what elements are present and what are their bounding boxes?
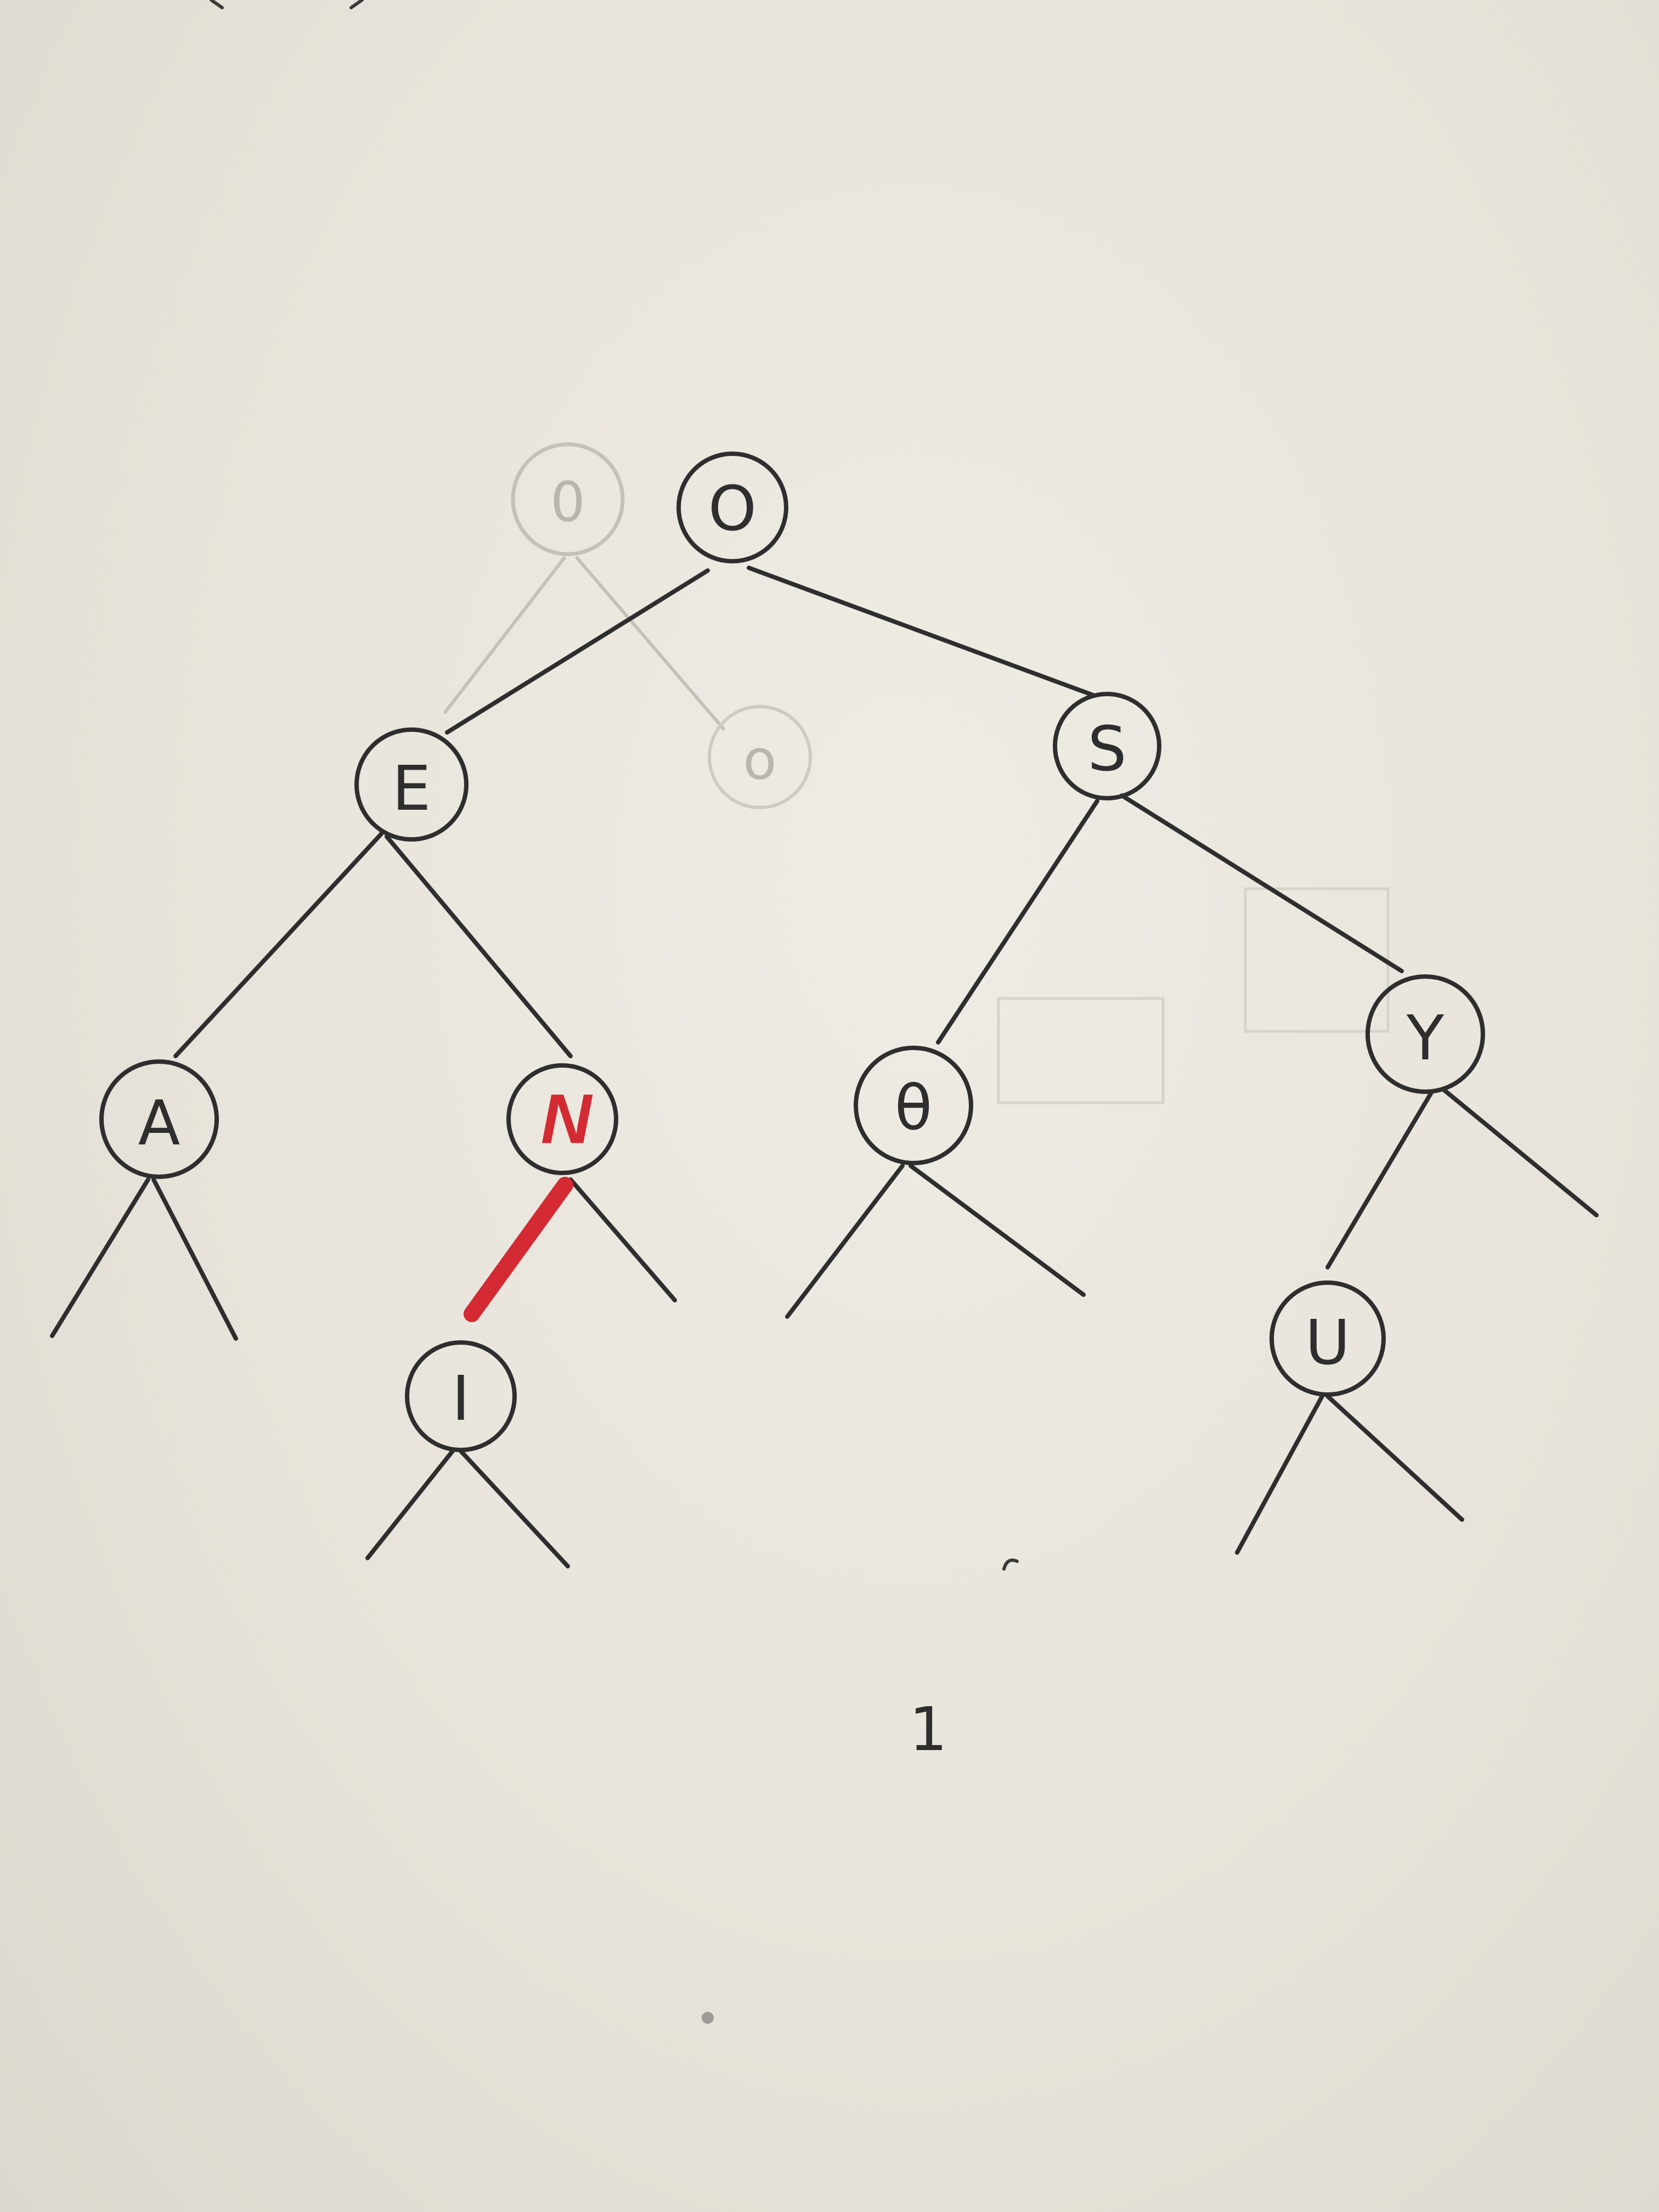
tree-node-root: O xyxy=(676,452,788,563)
null-edge-a-right xyxy=(151,1177,238,1341)
tree-node-e-label: E xyxy=(392,753,431,825)
ghost-edge xyxy=(443,556,567,714)
ghost-box xyxy=(1244,887,1390,1033)
null-edge-theta-right xyxy=(909,1164,1086,1297)
tree-edges xyxy=(50,566,1599,1568)
ghost-node-mid: o xyxy=(708,705,812,809)
tree-node-u: U xyxy=(1269,1280,1386,1397)
null-edge-theta-left xyxy=(785,1164,905,1319)
edge-n-i-highlight xyxy=(464,1177,573,1322)
corner-mark xyxy=(210,0,364,9)
tree-node-a-label: A xyxy=(138,1088,180,1159)
page-number: 1 xyxy=(909,1694,947,1764)
edge-o-e xyxy=(445,568,710,735)
ghost-node-top: 0 xyxy=(511,442,625,556)
tree-node-n-label: N xyxy=(541,1080,593,1159)
null-edge-i-right xyxy=(459,1449,570,1568)
ghost-node-mid-label: o xyxy=(743,728,776,792)
tree-node-y-label: Y xyxy=(1406,1003,1444,1074)
null-edge-n-right xyxy=(568,1177,677,1302)
null-edge-u-right xyxy=(1325,1394,1464,1522)
stray-mark xyxy=(1002,1558,1019,1571)
edge-e-a xyxy=(173,832,383,1058)
tree-node-u-label: U xyxy=(1305,1307,1350,1379)
tree-node-theta: θ xyxy=(854,1046,973,1165)
tree-node-s: S xyxy=(1053,692,1161,800)
edge-o-s xyxy=(747,566,1097,698)
null-edge-a-left xyxy=(50,1177,150,1338)
tree-node-i: I xyxy=(405,1340,517,1452)
edge-e-n xyxy=(385,834,573,1058)
null-edge-y-right xyxy=(1441,1087,1599,1217)
tree-node-i-label: I xyxy=(452,1363,470,1435)
tree-node-y: Y xyxy=(1365,974,1485,1094)
tree-node-s-label: S xyxy=(1087,714,1126,785)
bleed-through-layer: 0 o xyxy=(443,442,1390,1104)
edge-s-theta xyxy=(936,799,1099,1045)
tree-node-a: A xyxy=(99,1059,219,1179)
ghost-node-top-label: 0 xyxy=(550,470,585,534)
tree-node-theta-label: θ xyxy=(895,1073,933,1144)
ghost-edge xyxy=(574,556,726,731)
tree-nodes: O E S A N θ Y xyxy=(99,452,1485,1452)
stray-dot xyxy=(702,2012,714,2024)
tree-node-e: E xyxy=(354,727,469,842)
edge-s-y xyxy=(1120,793,1404,973)
null-edge-u-left xyxy=(1235,1394,1324,1555)
edge-y-u xyxy=(1325,1090,1434,1269)
ghost-box xyxy=(997,997,1165,1104)
tree-node-root-label: O xyxy=(708,473,757,545)
tree-node-n: N xyxy=(506,1063,618,1175)
null-edge-i-left xyxy=(365,1449,455,1560)
